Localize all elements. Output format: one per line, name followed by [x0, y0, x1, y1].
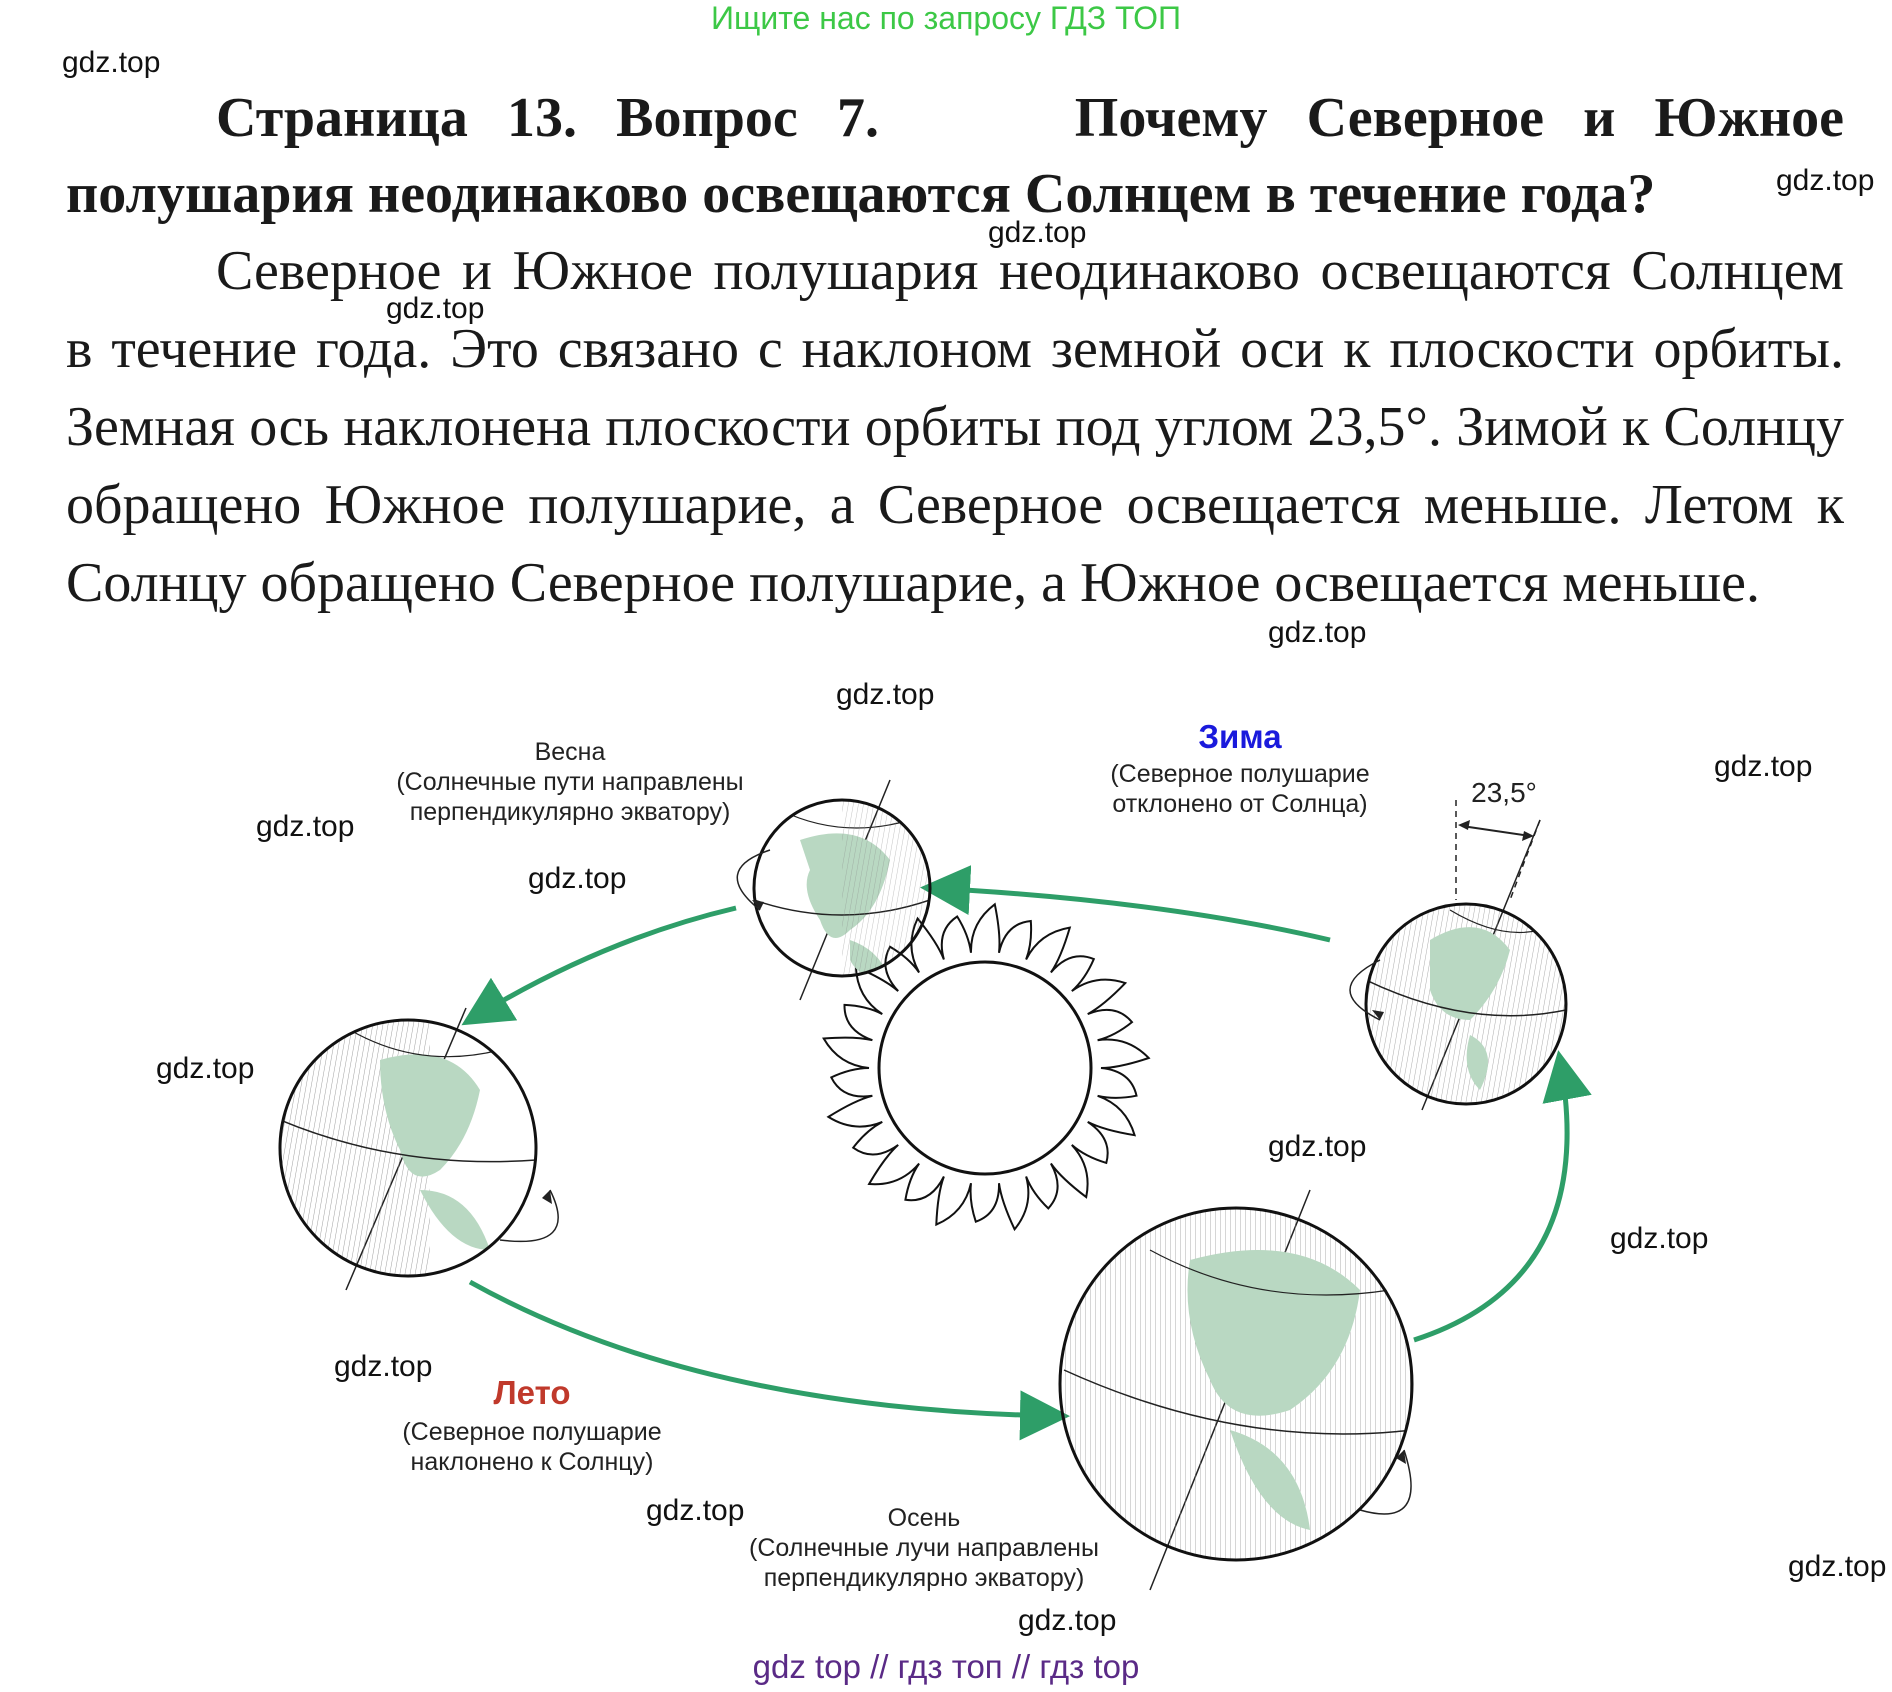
spring-title: Весна [535, 738, 606, 766]
question-heading: Страница 13. Вопрос 7. Почему Северное и… [66, 80, 1844, 232]
orbit-arrow [920, 865, 1331, 943]
watermark: gdz.top [528, 862, 627, 895]
summer-note-2: наклонено к Солнцу) [411, 1448, 654, 1476]
autumn-note-1: (Солнечные лучи направлены [749, 1534, 1099, 1562]
summer-title: Лето [494, 1374, 571, 1411]
watermark: gdz.top [836, 678, 935, 711]
orbit-arrow [1413, 1050, 1592, 1343]
answer-paragraph: Северное и Южное полушария неодинаково о… [66, 232, 1844, 622]
watermark: gdz.top [386, 292, 485, 325]
watermark: gdz.top [1714, 750, 1813, 783]
winter-note-2: отклонено от Солнца) [1112, 790, 1367, 818]
winter-title: Зима [1198, 718, 1282, 755]
watermark: gdz.top [256, 810, 355, 843]
watermark: gdz.top [1268, 1130, 1367, 1163]
watermark: gdz.top [334, 1350, 433, 1383]
orbit-arrow [468, 1279, 1070, 1441]
watermark: gdz.top [988, 216, 1087, 249]
watermark: gdz.top [646, 1494, 745, 1527]
answer-text: Северное и Южное полушария неодинаково о… [66, 240, 1844, 614]
spring-note-1: (Солнечные пути направлены [396, 768, 743, 796]
seasons-diagram: Весна (Солнечные пути направлены перпенд… [278, 718, 1592, 1592]
watermark: gdz.top [1018, 1604, 1117, 1637]
watermark: gdz.top [1268, 616, 1367, 649]
earth-autumn [1058, 1189, 1414, 1591]
winter-note-1: (Северное полушарие [1110, 760, 1369, 788]
orbit-arrow [461, 905, 737, 1026]
autumn-note-2: перпендикулярно экватору) [764, 1564, 1085, 1592]
question-text: Почему Северное и Южное полушария неодин… [66, 87, 1845, 225]
summer-note-1: (Северное полушарие [402, 1418, 661, 1446]
top-banner: Ищите нас по запросу ГДЗ ТОП [711, 0, 1181, 36]
earth-summer [278, 1007, 559, 1291]
watermark: gdz.top [1776, 164, 1875, 197]
watermark: gdz.top [1610, 1222, 1709, 1255]
sun-disc [877, 960, 1093, 1176]
question-label: Страница 13. Вопрос 7. [216, 87, 879, 149]
autumn-title: Осень [888, 1504, 961, 1532]
watermark: gdz.top [1788, 1550, 1887, 1583]
orbit-arrows [461, 865, 1592, 1441]
sun-icon [822, 902, 1151, 1232]
footer-links: gdz top // гдз топ // гдз top [752, 1648, 1140, 1685]
spring-note-2: перпендикулярно экватору) [410, 798, 731, 826]
earth-winter [1349, 800, 1568, 1111]
watermark: gdz.top [156, 1052, 255, 1085]
angle-label: 23,5° [1471, 777, 1537, 808]
watermark: gdz.top [62, 46, 161, 79]
